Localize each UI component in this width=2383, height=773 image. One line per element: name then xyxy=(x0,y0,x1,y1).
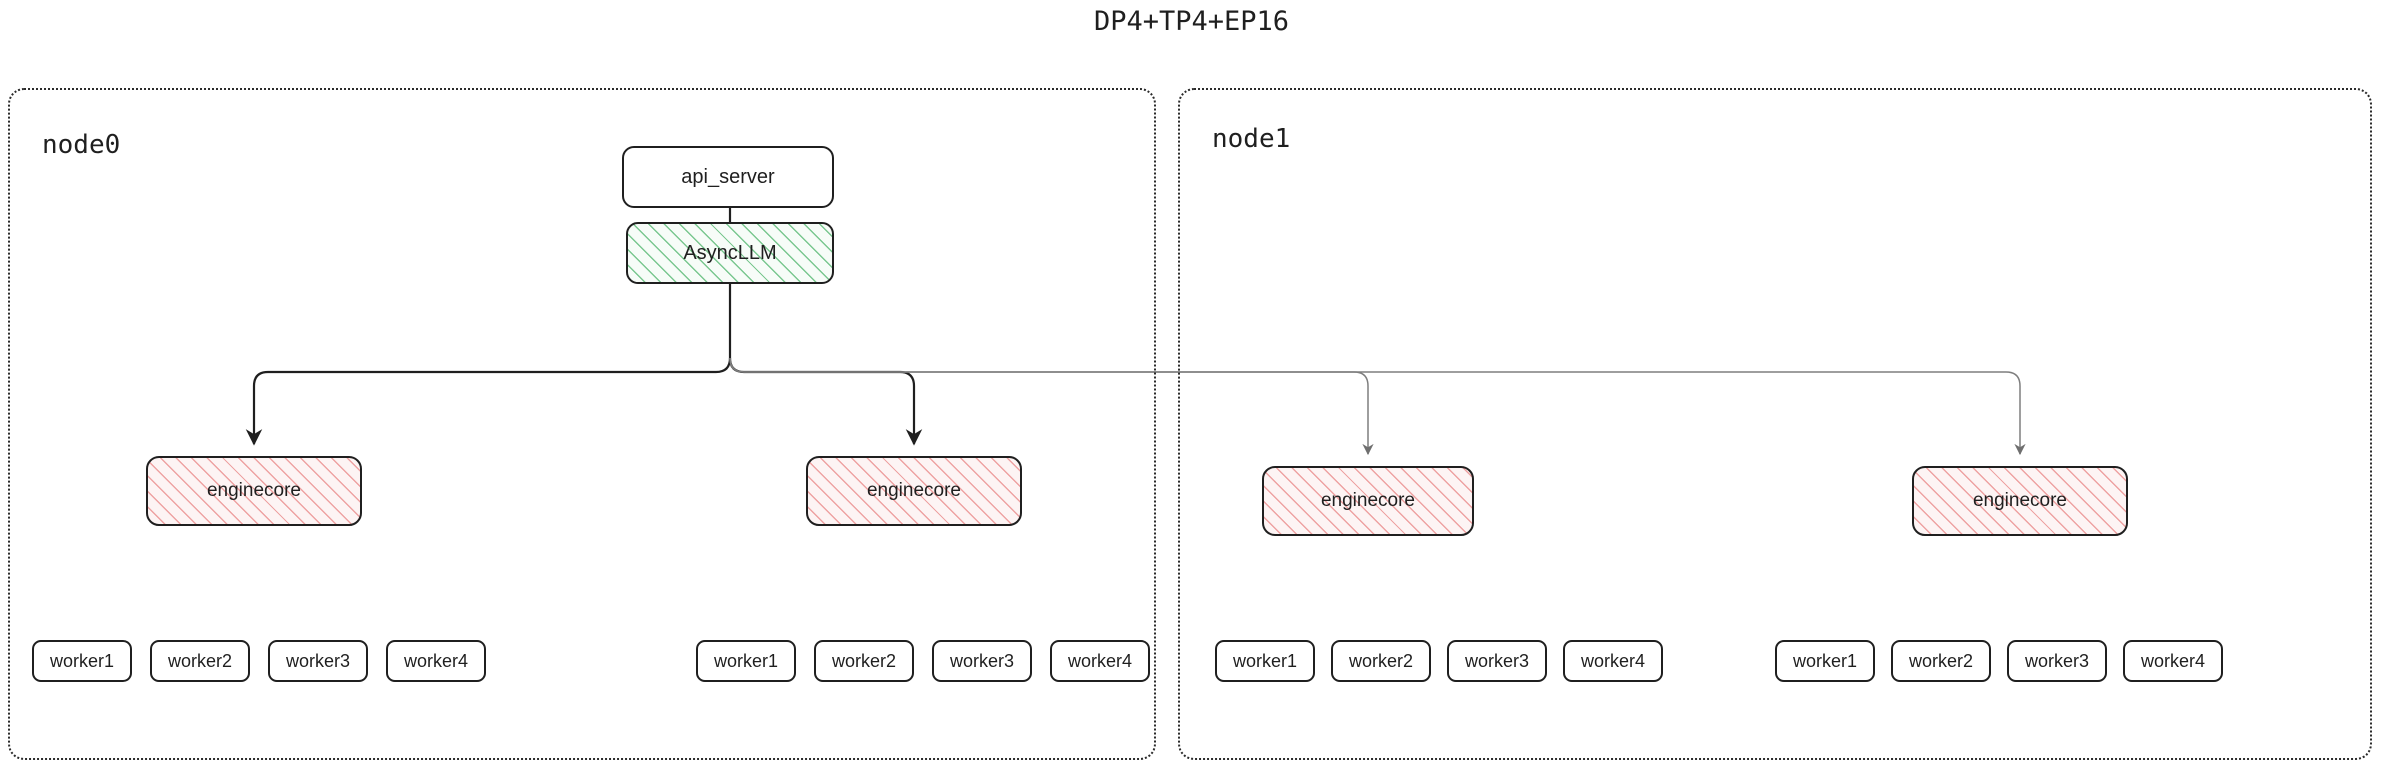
node-enginecore-3[interactable]: enginecore xyxy=(1912,466,2128,536)
subgraph-node1-label: node1 xyxy=(1212,124,1291,154)
node-worker[interactable]: worker2 xyxy=(814,640,914,682)
node-worker[interactable]: worker4 xyxy=(1563,640,1663,682)
node-asyncllm[interactable]: AsyncLLM xyxy=(626,222,834,284)
subgraph-node1[interactable] xyxy=(1178,88,2372,760)
subgraph-node0[interactable] xyxy=(8,88,1156,760)
node-api-server[interactable]: api_server xyxy=(622,146,834,208)
node-enginecore-1[interactable]: enginecore xyxy=(806,456,1022,526)
node-worker[interactable]: worker1 xyxy=(32,640,132,682)
node-worker[interactable]: worker1 xyxy=(696,640,796,682)
page-title: DP4+TP4+EP16 xyxy=(1093,6,1290,37)
edge-asyncllm-to-enginecore-0 xyxy=(245,357,732,446)
node-worker[interactable]: worker2 xyxy=(1331,640,1431,682)
node-worker[interactable]: worker3 xyxy=(1447,640,1547,682)
node-worker[interactable]: worker2 xyxy=(1891,640,1991,682)
node-worker[interactable]: worker1 xyxy=(1215,640,1315,682)
subgraph-node0-label: node0 xyxy=(42,130,121,160)
node-worker[interactable]: worker3 xyxy=(268,640,368,682)
node-worker[interactable]: worker4 xyxy=(386,640,486,682)
edge-asyncllm-to-enginecore-3 xyxy=(729,357,2026,456)
node-worker[interactable]: worker3 xyxy=(932,640,1032,682)
node-worker[interactable]: worker3 xyxy=(2007,640,2107,682)
node-worker[interactable]: worker1 xyxy=(1775,640,1875,682)
node-worker[interactable]: worker2 xyxy=(150,640,250,682)
node-enginecore-2[interactable]: enginecore xyxy=(1262,466,1474,536)
node-worker[interactable]: worker4 xyxy=(2123,640,2223,682)
node-worker[interactable]: worker4 xyxy=(1050,640,1150,682)
node-enginecore-0[interactable]: enginecore xyxy=(146,456,362,526)
